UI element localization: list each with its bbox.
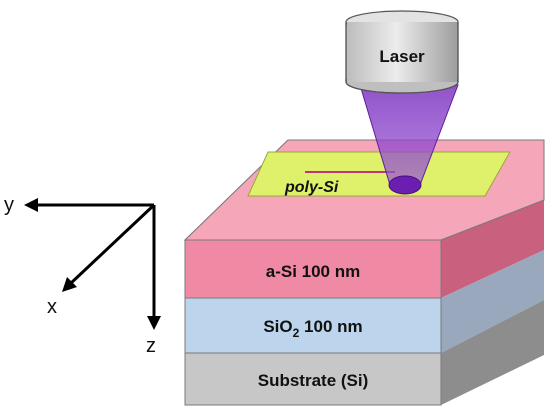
sio2-thickness: 100 nm (299, 317, 362, 336)
laser-spot (388, 175, 422, 195)
substrate-side-face (441, 300, 544, 405)
laser-body-mask (347, 22, 457, 82)
sio2-layer-label: SiO2 100 nm (263, 317, 362, 340)
y-axis-arrowhead (24, 198, 38, 212)
sio2-formula-main: SiO (263, 317, 292, 336)
x-axis-label: x (47, 296, 57, 318)
sio2-front-face (184, 297, 442, 354)
coordinate-axes: y x z (4, 194, 161, 357)
asi-layer-label: a-Si 100 nm (266, 262, 361, 281)
laser-body-lower-rim (345, 81, 459, 94)
asi-front-face (184, 239, 442, 299)
z-axis-arrowhead (147, 316, 161, 330)
substrate-front-face (184, 352, 442, 406)
z-axis-label: z (146, 335, 156, 357)
x-axis-line (68, 203, 156, 286)
sio2-side-face (441, 250, 544, 353)
substrate-layer-label: Substrate (Si) (258, 371, 369, 390)
y-axis-label: y (4, 194, 14, 216)
poly-si-label: poly-Si (284, 179, 339, 196)
poly-si-stripe (247, 151, 511, 197)
laser-label: Laser (379, 47, 425, 66)
asi-side-face (441, 200, 544, 298)
x-axis-arrowhead (62, 277, 77, 292)
sio2-formula-sub: 2 (293, 326, 300, 340)
